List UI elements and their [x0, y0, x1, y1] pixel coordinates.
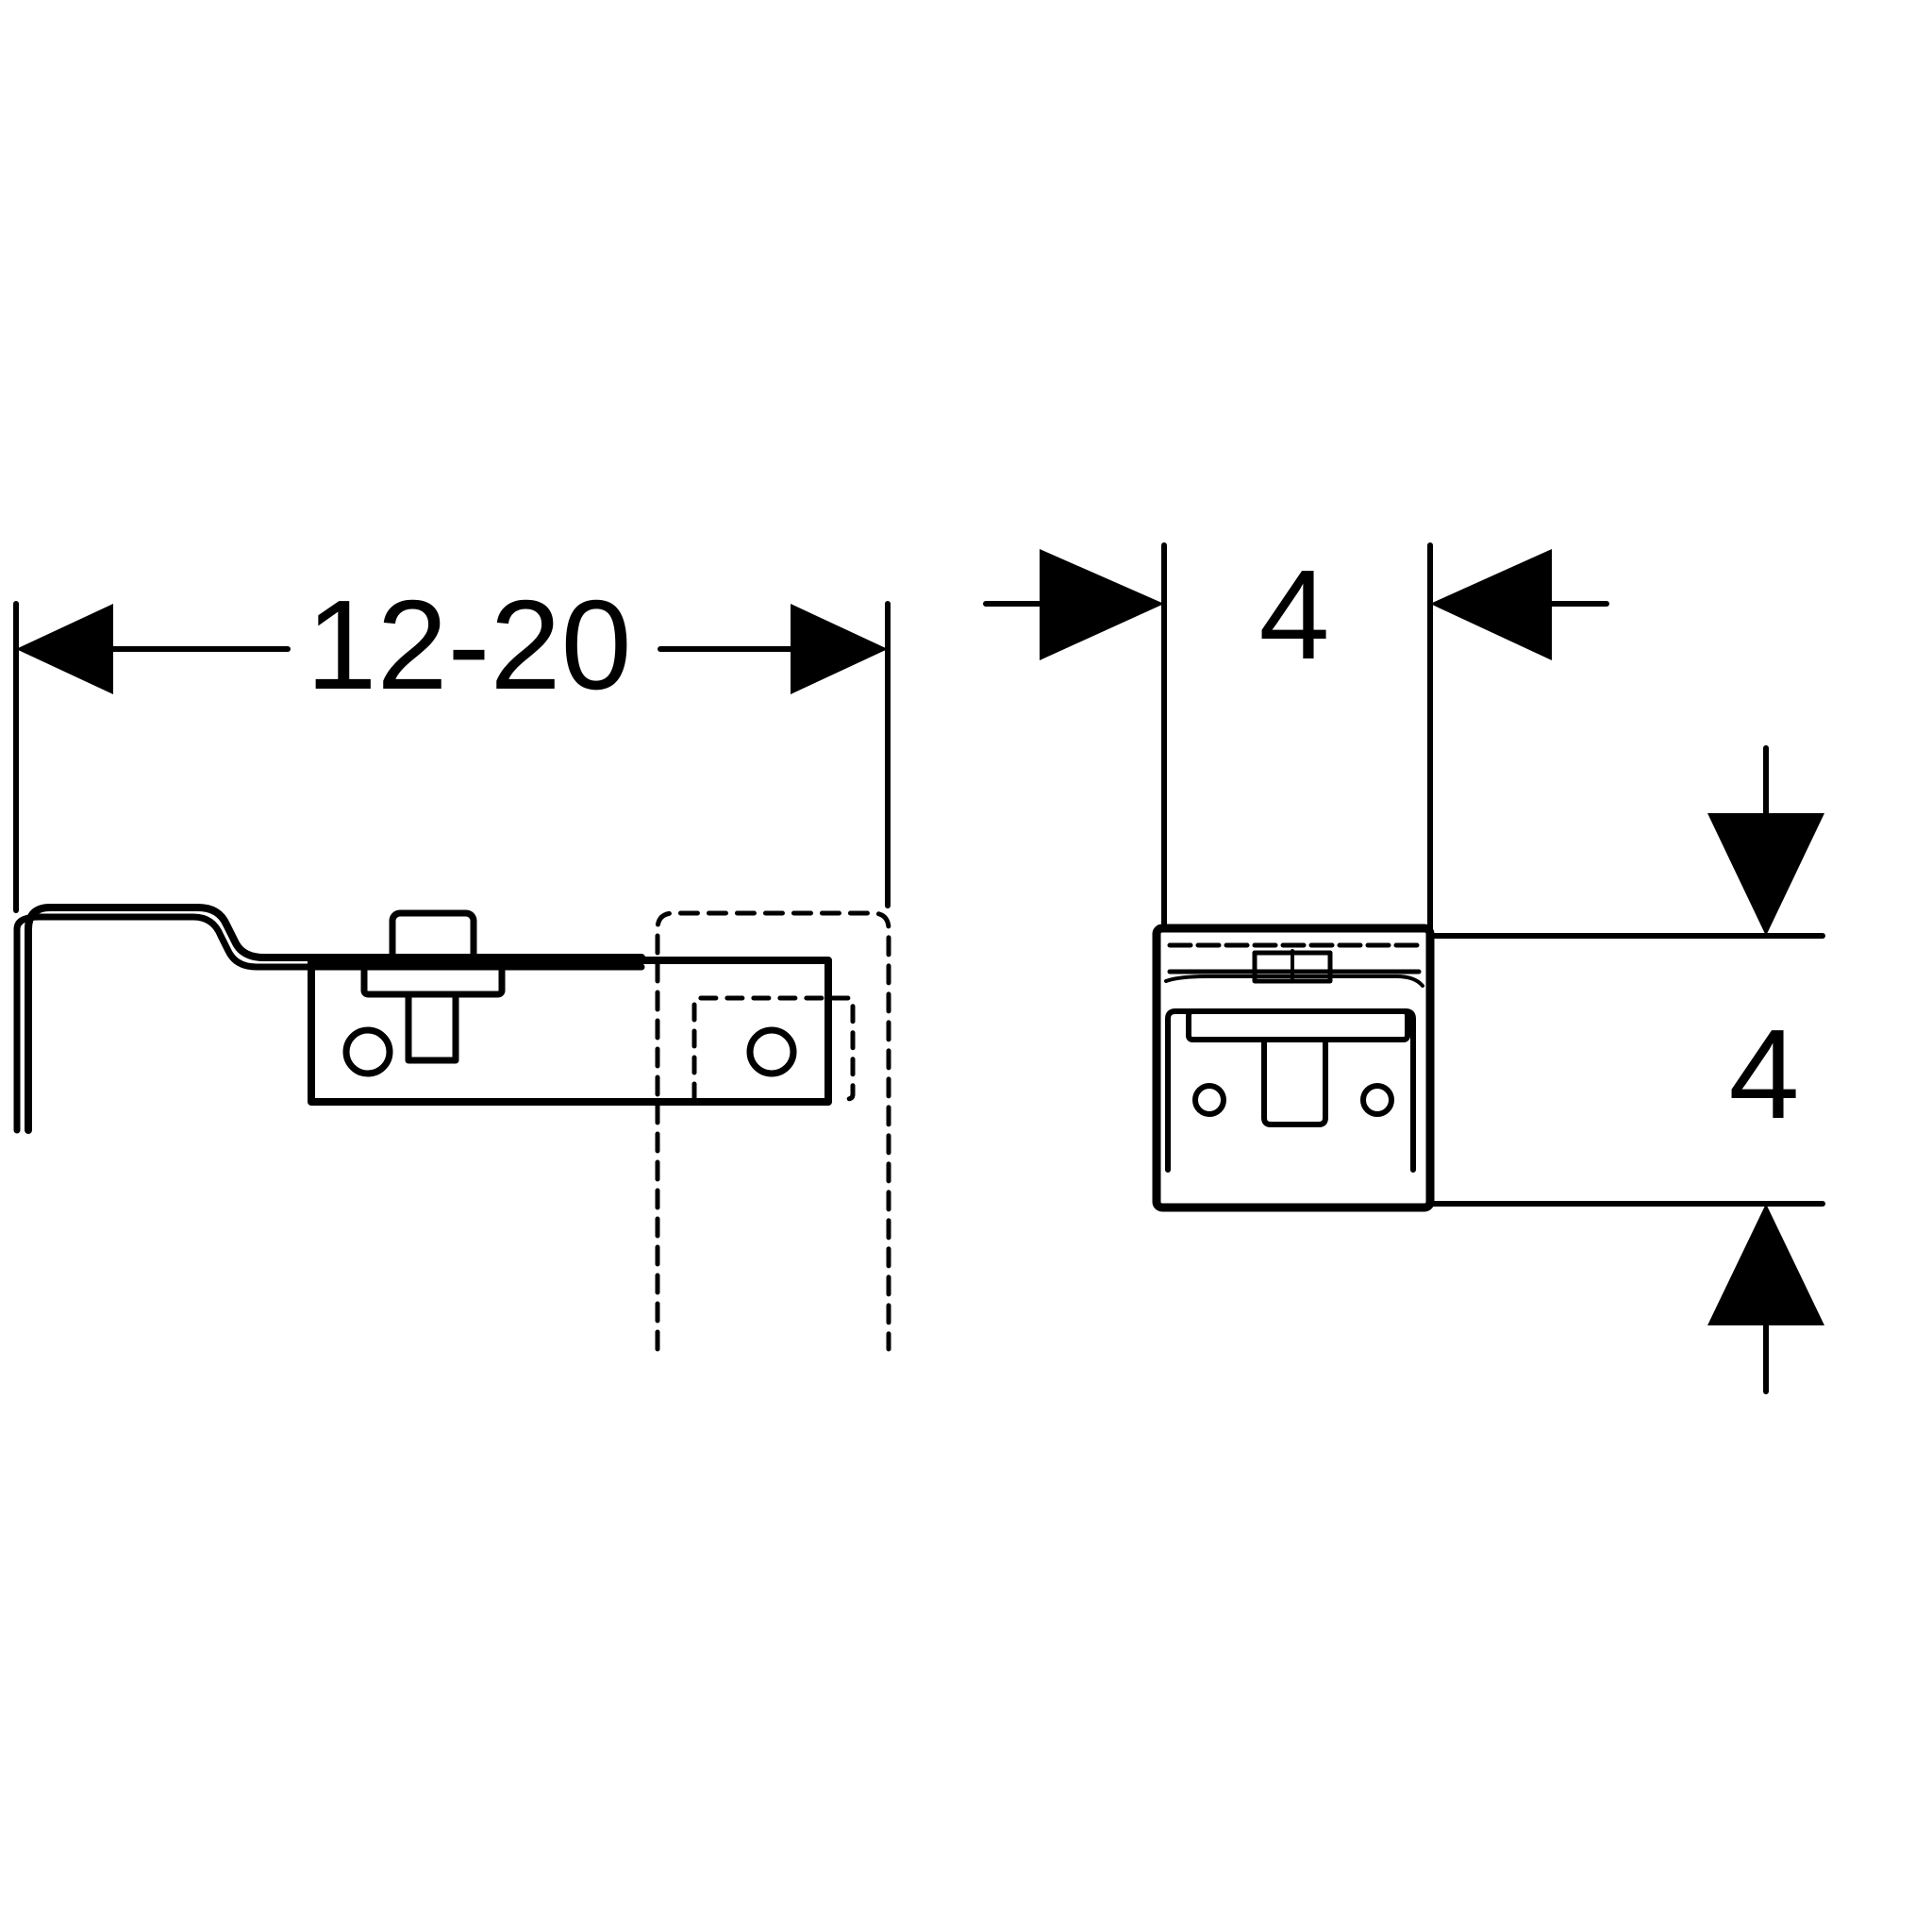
front-width-arrowhead-left [1040, 549, 1164, 660]
dashed-extended-position-outer [655, 910, 891, 1352]
front-bracket-box [1152, 924, 1435, 1212]
front-hole-left [1192, 1083, 1226, 1117]
front-height-arrowhead-top [1707, 813, 1824, 936]
bolt-shank [405, 991, 459, 1064]
front-width-dimension-label: 4 [1258, 543, 1329, 686]
front-width-arrowhead-right [1430, 549, 1552, 660]
bracket-inner-outline [13, 913, 645, 1134]
bracket-outline [25, 904, 645, 1134]
dashed-extended-position-inner [691, 995, 856, 1102]
slider-block [308, 957, 832, 1106]
front-height-arrowhead-bottom [1707, 1204, 1824, 1325]
front-hole-right [1360, 1083, 1394, 1117]
mounting-hole-right [746, 1026, 797, 1077]
front-view [983, 542, 1825, 1394]
front-bolt-shank [1261, 1037, 1328, 1127]
side-view [13, 601, 891, 1352]
front-top-strip-edge [1164, 974, 1424, 988]
mounting-hole-left [342, 1026, 393, 1077]
front-slider-plate [1165, 1008, 1416, 1173]
front-height-dimension-label: 4 [1728, 1003, 1799, 1145]
front-washer [1186, 1008, 1410, 1042]
dimension-arrowhead-right [791, 604, 888, 694]
side-width-dimension-label: 12-20 [306, 574, 631, 716]
dimension-arrowhead-left [16, 604, 113, 694]
